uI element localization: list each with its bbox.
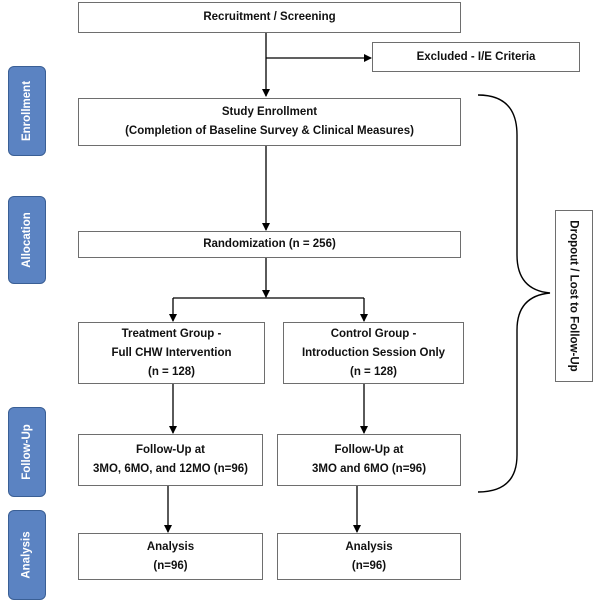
analysis-treatment-title: Analysis <box>146 540 195 553</box>
treatment-group-title: Treatment Group - <box>121 327 222 340</box>
follow-up-treatment-box: Follow-Up at 3MO, 6MO, and 12MO (n=96) <box>78 434 263 486</box>
study-enrollment-box: Study Enrollment (Completion of Baseline… <box>78 98 461 146</box>
follow-up-control-title: Follow-Up at <box>334 444 404 456</box>
treatment-group-box: Treatment Group - Full CHW Intervention … <box>78 322 265 384</box>
study-enrollment-subtitle: (Completion of Baseline Survey & Clinica… <box>125 125 414 137</box>
control-group-title: Control Group - <box>330 327 417 340</box>
randomization-box: Randomization (n = 256) <box>78 231 461 258</box>
control-group-box: Control Group - Introduction Session Onl… <box>283 322 464 384</box>
phase-analysis: Analysis <box>8 510 46 600</box>
dropout-brace <box>477 94 551 493</box>
phase-follow-up-label: Follow-Up <box>21 424 34 480</box>
phase-allocation: Allocation <box>8 196 46 284</box>
dropout-label: Dropout / Lost to Follow-Up <box>568 220 581 372</box>
follow-up-control-detail: 3MO and 6MO (n=96) <box>311 463 427 475</box>
follow-up-treatment-title: Follow-Up at <box>136 444 205 456</box>
phase-enrollment: Enrollment <box>8 66 46 156</box>
phase-follow-up: Follow-Up <box>8 407 46 497</box>
phase-allocation-label: Allocation <box>21 212 33 268</box>
analysis-control-count: (n=96) <box>351 559 387 572</box>
treatment-group-description: Full CHW Intervention <box>111 346 232 359</box>
recruitment-label: Recruitment / Screening <box>203 11 336 23</box>
treatment-group-count: (n = 128) <box>148 365 195 378</box>
follow-up-treatment-detail: 3MO, 6MO, and 12MO (n=96) <box>93 463 248 475</box>
recruitment-box: Recruitment / Screening <box>78 2 461 33</box>
excluded-box: Excluded - I/E Criteria <box>372 42 580 72</box>
analysis-treatment-count: (n=96) <box>153 559 188 572</box>
phase-analysis-label: Analysis <box>21 531 33 579</box>
randomization-label: Randomization (n = 256) <box>203 238 336 250</box>
dropout-box: Dropout / Lost to Follow-Up <box>555 210 593 382</box>
analysis-treatment-box: Analysis (n=96) <box>78 533 263 580</box>
analysis-control-title: Analysis <box>345 540 393 553</box>
control-group-count: (n = 128) <box>350 365 397 378</box>
follow-up-control-box: Follow-Up at 3MO and 6MO (n=96) <box>277 434 461 486</box>
analysis-control-box: Analysis (n=96) <box>277 533 461 580</box>
phase-enrollment-label: Enrollment <box>21 80 33 142</box>
control-group-description: Introduction Session Only <box>301 346 446 359</box>
excluded-label: Excluded - I/E Criteria <box>416 50 536 63</box>
study-enrollment-title: Study Enrollment <box>221 106 318 118</box>
